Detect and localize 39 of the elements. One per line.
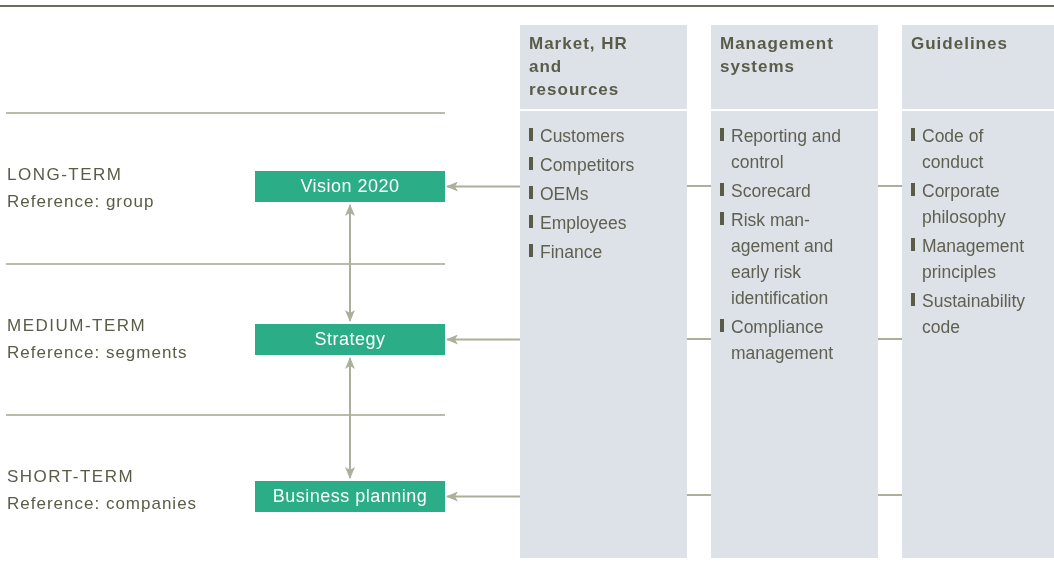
column-panel (711, 25, 878, 558)
row-reference: Reference: companies (7, 494, 198, 514)
list-item-text: Employees (540, 212, 627, 235)
list-item-text: Customers (540, 125, 625, 148)
list-item-text: Corporate philosophy (922, 180, 1007, 229)
arrow (446, 334, 521, 345)
column-heading: Guidelines (911, 33, 1009, 55)
connector-line (877, 338, 903, 340)
row-reference: Reference: group (7, 192, 155, 212)
connector-line (877, 494, 903, 496)
process-box: Strategy (255, 324, 445, 355)
arrow (345, 357, 355, 479)
connector-line (686, 494, 712, 496)
list-item-text: Reporting and control (731, 125, 842, 174)
list-item-text: Sustainability code (922, 290, 1027, 339)
list-item-text: Code of conduct (922, 125, 985, 174)
list-item-text: Finance (540, 241, 603, 264)
arrow (446, 491, 521, 502)
connector-line (877, 185, 903, 187)
process-box: Vision 2020 (255, 171, 445, 202)
row-heading: MEDIUM-TERM (7, 316, 147, 336)
list-item-text: Competitors (540, 154, 635, 177)
connector-line (686, 338, 712, 340)
list-item-text: Compliance management (731, 316, 835, 365)
list-item-text: Management principles (922, 235, 1026, 284)
arrow (345, 204, 355, 322)
process-box: Business planning (255, 481, 445, 512)
row-reference: Reference: segments (7, 343, 188, 363)
column-panel (902, 25, 1054, 558)
column-panel (520, 25, 687, 558)
connector-line (686, 185, 712, 187)
row-heading: LONG-TERM (7, 165, 123, 185)
list-item-text: OEMs (540, 183, 589, 206)
arrow (446, 181, 521, 192)
list-item-text: Risk man-agement and early risk identification (731, 209, 835, 310)
row-heading: SHORT-TERM (7, 467, 135, 487)
column-heading: Management systems (720, 33, 835, 78)
list-item-text: Scorecard (731, 180, 811, 203)
column-heading: Market, HR and resources (529, 33, 629, 101)
